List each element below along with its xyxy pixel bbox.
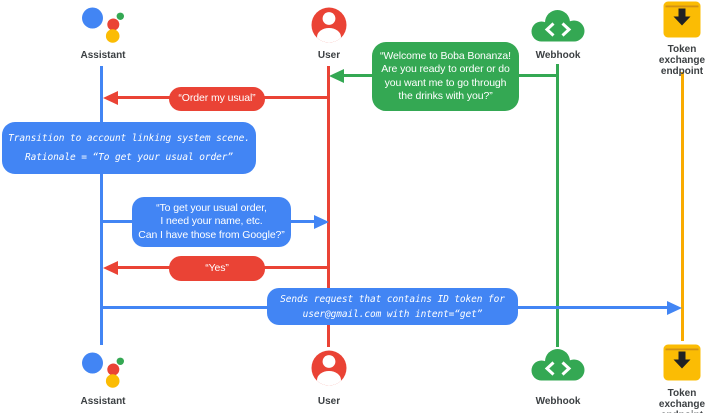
arrowhead-left-icon xyxy=(329,69,344,83)
google-assistant-logo-icon xyxy=(82,7,124,43)
arrowhead-right-icon xyxy=(314,215,329,229)
user-icon xyxy=(311,7,347,43)
token-endpoint-lifeline xyxy=(681,72,684,341)
assistant-label-top: Assistant xyxy=(80,50,126,61)
assistant-lifeline xyxy=(100,66,103,345)
ask-speech-bubble: “To get your usual order, I need your na… xyxy=(132,197,291,247)
google-assistant-logo-icon xyxy=(82,352,124,388)
user-lifeline xyxy=(327,66,330,347)
webhook-label-bottom: Webhook xyxy=(535,396,581,407)
webhook-cloud-icon xyxy=(531,10,585,42)
webhook-lifeline xyxy=(556,64,559,347)
transition-code-note: Transition to account linking system sce… xyxy=(2,122,256,174)
user-label-top: User xyxy=(317,50,341,61)
token-endpoint-label-top: Token exchange endpoint xyxy=(658,44,706,77)
webhook-cloud-icon xyxy=(531,349,585,381)
webhook-label-top: Webhook xyxy=(535,50,581,61)
order-speech-bubble: “Order my usual” xyxy=(169,87,265,111)
send-request-code-note: Sends request that contains ID token for… xyxy=(267,288,518,325)
user-label-bottom: User xyxy=(317,396,341,407)
yes-speech-bubble: “Yes” xyxy=(169,256,265,281)
token-exchange-endpoint-icon xyxy=(663,344,701,381)
arrowhead-right-icon xyxy=(667,301,682,315)
token-endpoint-label-bottom: Token exchange endpoint xyxy=(658,388,706,413)
arrowhead-left-icon xyxy=(103,261,118,275)
assistant-label-bottom: Assistant xyxy=(80,396,126,407)
user-icon xyxy=(311,350,347,386)
welcome-speech-bubble: “Welcome to Boba Bonanza! Are you ready … xyxy=(372,42,519,111)
arrowhead-left-icon xyxy=(103,91,118,105)
token-exchange-endpoint-icon xyxy=(663,1,701,38)
